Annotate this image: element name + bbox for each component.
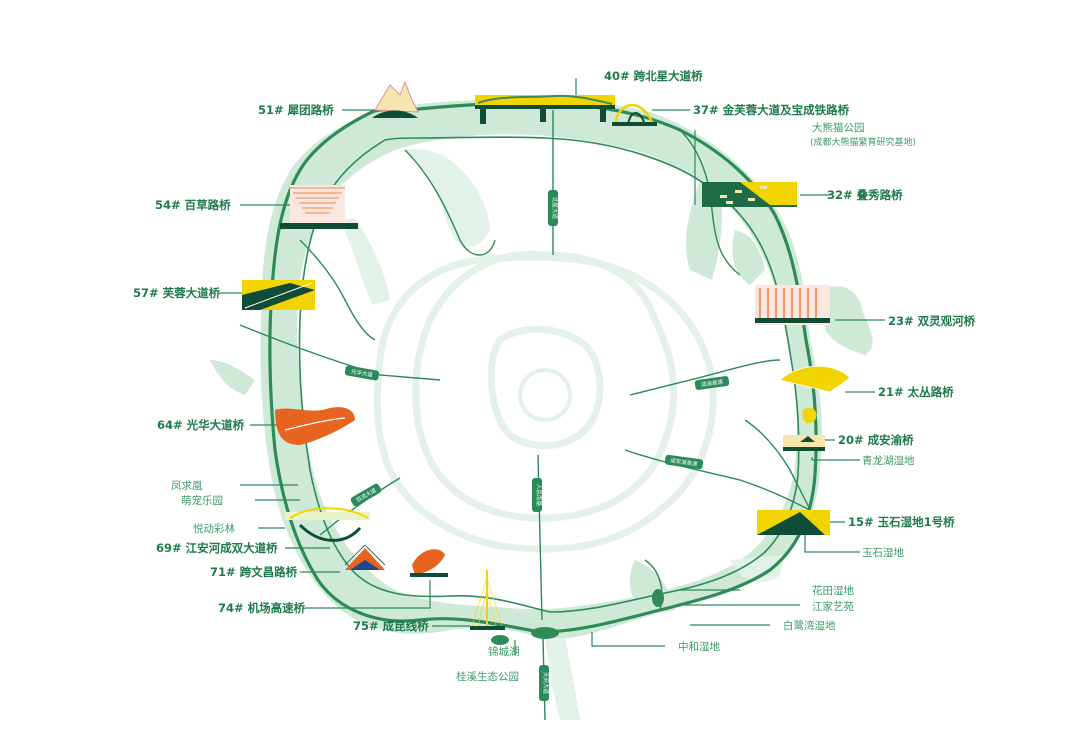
bridge-21-illustration [779,365,851,424]
bridge-label-21: 21# 太丛路桥 [878,385,954,399]
bridge-20-illustration [783,435,825,451]
bridge-57-illustration [242,280,315,310]
bridge-54-illustration [280,185,358,229]
road-label-west: 光华大道 [350,367,374,379]
bridge-32-illustration [702,182,797,207]
place-label-panda-base: 大熊猫公园 [812,121,865,134]
place-label-panda-base-sub: (成都大熊猫繁育研究基地) [810,136,916,148]
bridge-label-71: 71# 跨文昌路桥 [210,565,298,579]
bridge-label-64: 64# 光华大道桥 [157,418,245,432]
bridge-label-15: 15# 玉石湿地1号桥 [848,515,955,529]
road-label-east: 成渝高速 [701,377,724,388]
bridge-51-illustration [372,80,419,118]
place-label-mengchong: 萌宠乐园 [181,494,223,507]
place-label-yuedong: 悦动彩林 [193,522,235,535]
road-label-east-se: 成安渝高速 [670,456,699,468]
bridge-labels: 51# 犀团路桥 40# 跨北星大道桥 37# 金芙蓉大道及宝成铁路桥 54# … [133,69,976,633]
bridge-69-illustration [285,507,370,542]
place-label-qinglonghu: 青龙湖湿地 [862,454,915,467]
lake-markers [491,589,664,645]
bridge-label-74: 74# 机场高速桥 [218,601,306,615]
place-label-jinchenghu: 锦城湖 [488,645,520,658]
place-label-fengqiuhuang: 凤求凰 [171,480,203,492]
road-label-inner-south: 人民南路 [535,484,543,507]
bridge-label-57: 57# 芙蓉大道桥 [133,286,221,300]
bridge-23-illustration [755,285,830,325]
road-label-north: 北星大道 [551,197,559,220]
bridge-label-54: 54# 百草路桥 [155,198,231,212]
place-label-yushi: 玉石湿地 [862,546,904,559]
greenway-ring [268,101,818,634]
bridge-label-51: 51# 犀团路桥 [258,103,334,117]
bridge-64-illustration [275,407,355,445]
bridge-label-40: 40# 跨北星大道桥 [604,69,703,83]
bridge-74-illustration [410,549,448,577]
bridge-label-23: 23# 双灵观河桥 [888,314,976,328]
road-labels: 北星大道 光华大道 成渝高速 成安渝高速 双流大道 人民南路 天府大道 [344,190,730,701]
place-label-jiangjia: 江家艺苑 [812,600,854,613]
bridge-75-illustration [470,570,505,630]
bridge-71-illustration [344,544,386,570]
bridge-37-illustration [612,103,657,126]
place-label-huatian: 花田湿地 [812,584,854,597]
bridge-label-20: 20# 成安渝桥 [838,433,914,447]
place-labels: 大熊猫公园 (成都大熊猫繁育研究基地) 青龙湖湿地 玉石湿地 凤求凰 萌宠乐园 … [171,121,916,683]
place-label-bailuwan: 白鹭湾湿地 [783,619,836,632]
leader-lines [220,78,885,655]
place-label-guixi: 桂溪生态公园 [456,670,519,683]
bridge-label-69: 69# 江安河成双大道桥 [156,541,278,555]
bridge-15-illustration [757,510,830,535]
city-ring-roads [373,250,717,553]
bridge-label-32: 32# 叠秀路桥 [827,188,903,202]
road-label-south: 天府大道 [542,672,550,695]
bridge-40-illustration [475,94,615,124]
bridge-label-75: 75# 成昆线桥 [353,619,429,633]
bridge-label-37: 37# 金芙蓉大道及宝成铁路桥 [693,103,850,117]
place-label-zhonghe: 中和湿地 [678,640,720,653]
